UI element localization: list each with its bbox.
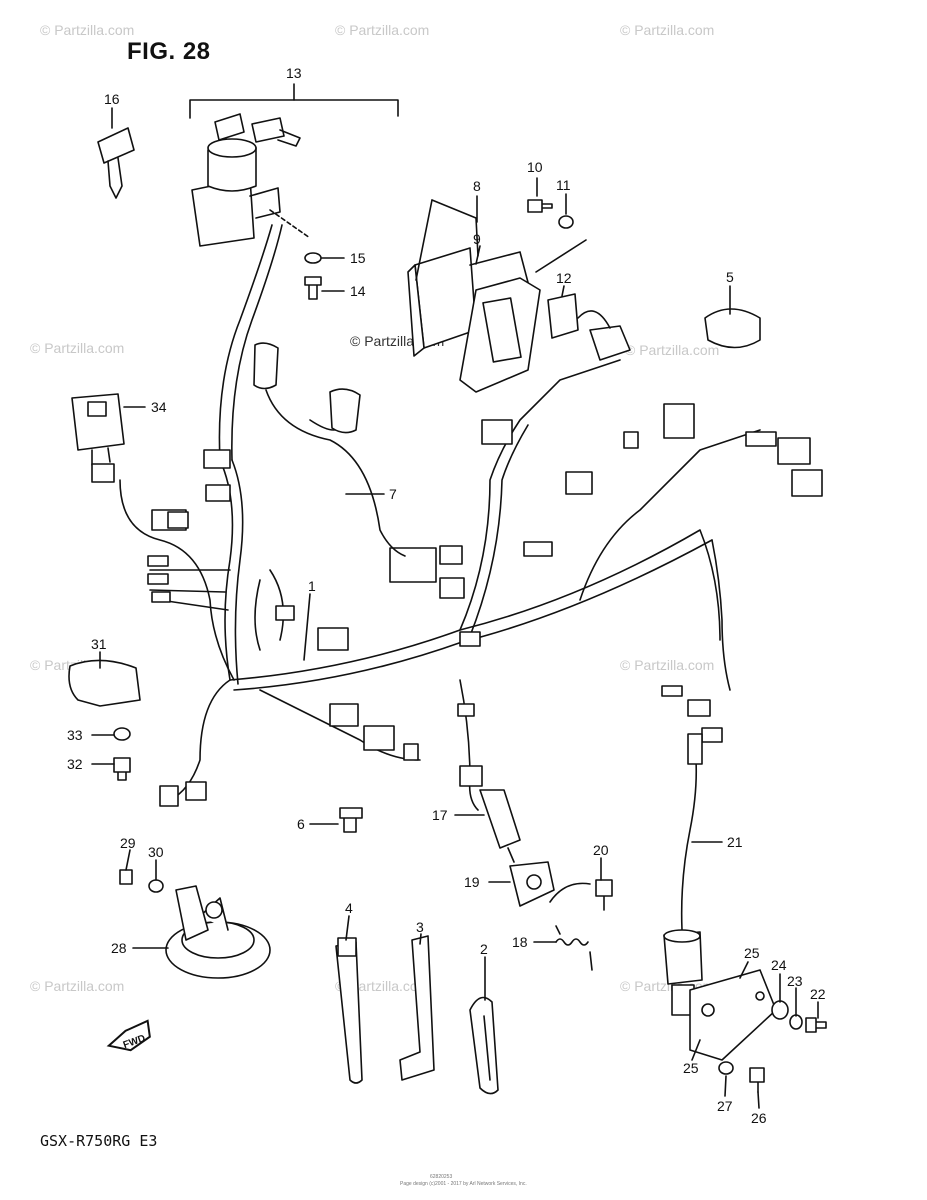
wiring-band [335, 941, 363, 1084]
clamp-screw [339, 807, 363, 833]
callout-28: 28 [111, 940, 127, 956]
side-stand-switch [663, 733, 703, 1016]
callout-1: 1 [308, 578, 316, 594]
callout-12: 12 [556, 270, 572, 286]
callout-8: 8 [473, 178, 481, 194]
callout-21: 21 [727, 834, 743, 850]
watermark: © Partzilla.com [625, 342, 720, 358]
footer-code: 62820253 [430, 1174, 453, 1180]
callout-22: 22 [810, 986, 826, 1002]
washer [148, 879, 164, 893]
callout-3: 3 [416, 919, 424, 935]
watermark: © Partzilla.com [620, 22, 715, 38]
group-bracket-13 [189, 99, 399, 119]
washer [789, 1014, 803, 1030]
callout-9: 9 [473, 231, 481, 247]
switch-bracket [509, 861, 555, 907]
watermark: © Partzilla.com [335, 22, 430, 38]
nut [113, 727, 131, 741]
watermark: © Partzilla.com [30, 978, 125, 994]
sub-wiring-harness [253, 342, 406, 557]
washer [304, 252, 322, 264]
callout-20: 20 [593, 842, 609, 858]
callout-5: 5 [726, 269, 734, 285]
bolt [805, 1017, 827, 1033]
ignition-key [97, 127, 135, 199]
callout-19: 19 [464, 874, 480, 890]
relay [547, 293, 579, 339]
callout-29: 29 [120, 835, 136, 851]
screw [527, 199, 553, 213]
callout-25: 25 [744, 945, 760, 961]
starter-relay [71, 393, 125, 483]
return-spring [555, 925, 593, 971]
callout-34: 34 [151, 399, 167, 415]
callout-10: 10 [527, 159, 543, 175]
callout-13: 13 [286, 65, 302, 81]
watermark: © Partzilla.com [40, 22, 135, 38]
horn [165, 885, 271, 979]
model-code: GSX-R750RG E3 [40, 1132, 158, 1150]
callout-15: 15 [350, 250, 366, 266]
callout-14: 14 [350, 283, 366, 299]
callout-26: 26 [751, 1110, 767, 1126]
callout-32: 32 [67, 756, 83, 772]
forward-arrow-icon: FWD [106, 1019, 151, 1052]
callout-30: 30 [148, 844, 164, 860]
watermark: © Partzilla.com [30, 340, 125, 356]
ignition-switch [191, 113, 311, 247]
connector-cover [704, 308, 761, 349]
callout-16: 16 [104, 91, 120, 107]
connectors [147, 403, 823, 807]
callout-33: 33 [67, 727, 83, 743]
callout-25b: 25 [683, 1060, 699, 1076]
bolt [749, 1067, 765, 1093]
callout-11: 11 [556, 177, 571, 193]
wire-clamp [68, 659, 141, 707]
callout-6: 6 [297, 816, 305, 832]
washer [718, 1061, 734, 1075]
brake-light-switch [479, 789, 521, 849]
bolt [595, 879, 613, 911]
bolt [304, 276, 322, 300]
callout-24: 24 [771, 957, 787, 973]
callout-2: 2 [480, 941, 488, 957]
callout-31: 31 [91, 636, 107, 652]
wire-clamp [399, 935, 435, 1081]
figure-title: FIG. 28 [127, 38, 211, 65]
callout-labels: 1 2 3 4 5 6 7 8 9 10 11 12 13 14 15 16 1… [67, 65, 826, 1126]
wire-clamp [469, 996, 499, 1095]
footer-copyright: Page design (c)2001 - 2017 by Arl Networ… [400, 1181, 527, 1187]
regulator-rectifier [407, 199, 587, 393]
screw [119, 869, 133, 885]
callout-27: 27 [717, 1098, 733, 1114]
callout-7: 7 [389, 486, 397, 502]
callout-17: 17 [432, 807, 448, 823]
watermark: © Partzilla.com [620, 657, 715, 673]
callout-23: 23 [787, 973, 803, 989]
washer [771, 1000, 789, 1020]
screw [113, 757, 131, 781]
nut [558, 215, 574, 229]
switch-bracket [689, 969, 777, 1061]
callout-18: 18 [512, 934, 528, 950]
callout-4: 4 [345, 900, 353, 916]
